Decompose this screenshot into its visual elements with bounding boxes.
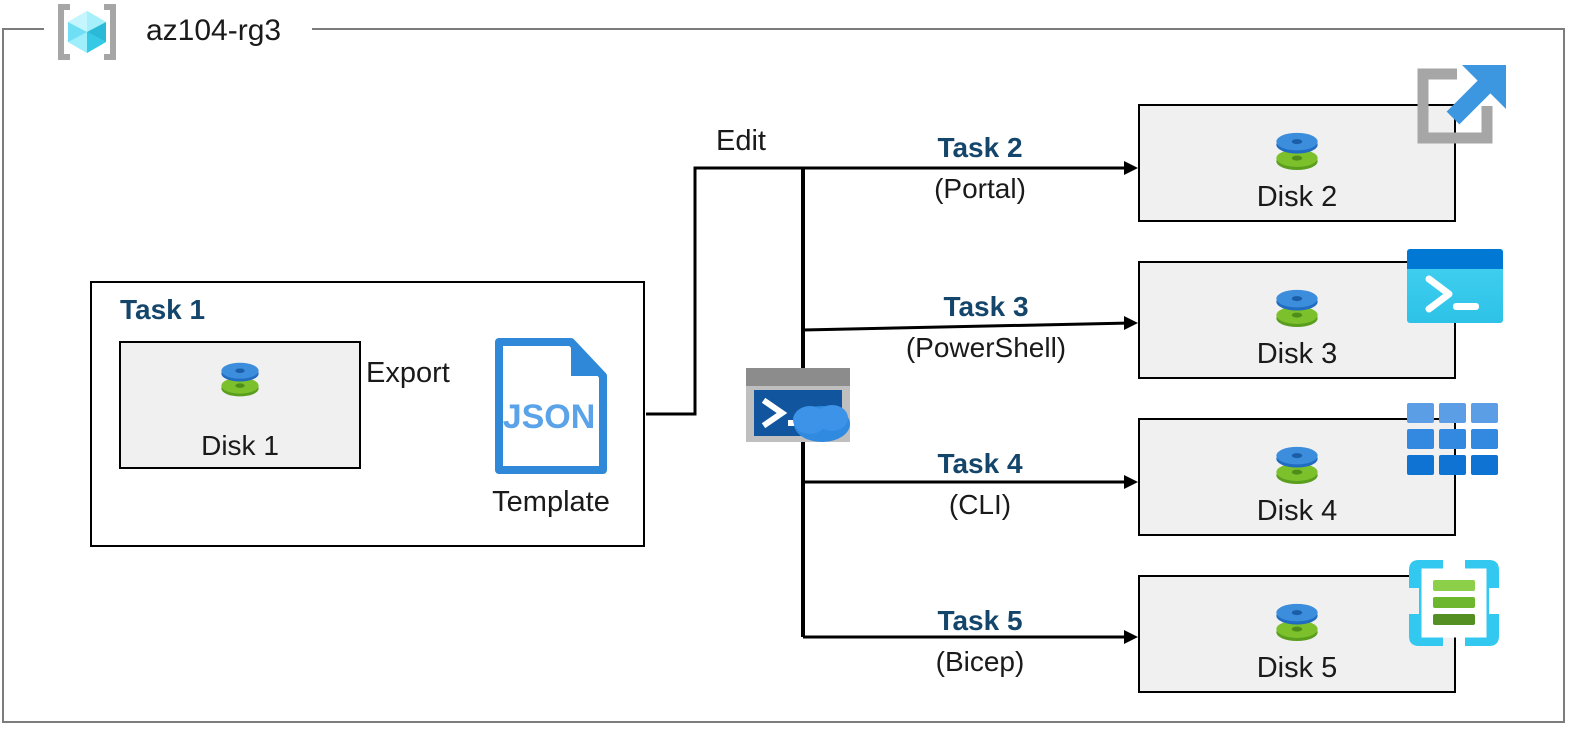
disk5-label: Disk 5	[1256, 652, 1338, 684]
task5-arrow-label: Task 5 (Bicep)	[866, 604, 1094, 680]
disk-icon	[212, 353, 268, 409]
disk2-label: Disk 2	[1256, 181, 1338, 213]
task4-heading: Task 4	[937, 448, 1023, 479]
portal-icon[interactable]	[1411, 62, 1509, 160]
disk-icon	[1266, 436, 1328, 498]
disk5-box[interactable]: Disk 5	[1138, 575, 1456, 693]
disk4-box[interactable]: Disk 4	[1138, 418, 1456, 536]
task4-tool: (CLI)	[948, 489, 1012, 520]
resource-group-name: az104-rg3	[146, 14, 282, 47]
disk2-box[interactable]: Disk 2	[1138, 104, 1456, 222]
json-template-icon[interactable]: JSON	[491, 336, 611, 476]
task5-heading: Task 5	[937, 605, 1023, 636]
task1-heading: Task 1	[120, 294, 206, 325]
disk-icon	[1266, 279, 1328, 341]
disk4-label: Disk 4	[1256, 495, 1338, 527]
resource-group-icon	[52, 2, 122, 62]
task3-heading: Task 3	[943, 291, 1029, 322]
task3-arrow-label: Task 3 (PowerShell)	[866, 290, 1106, 366]
task3-tool: (PowerShell)	[905, 332, 1067, 363]
cloud-shell-icon[interactable]	[744, 366, 862, 444]
disk3-box[interactable]: Disk 3	[1138, 261, 1456, 379]
resource-group-border	[2, 28, 1565, 723]
disk-icon	[1266, 122, 1328, 184]
task2-arrow-label: Task 2 (Portal)	[866, 131, 1094, 207]
task2-tool: (Portal)	[934, 173, 1026, 204]
bicep-icon[interactable]	[1407, 558, 1501, 650]
edit-label: Edit	[716, 125, 766, 157]
export-label: Export	[366, 357, 450, 389]
task5-tool: (Bicep)	[935, 646, 1025, 677]
task2-heading: Task 2	[937, 132, 1023, 163]
template-label: Template	[492, 486, 610, 518]
disk-icon	[1266, 593, 1328, 655]
cli-icon[interactable]	[1407, 403, 1499, 475]
disk1-label: Disk 1	[201, 430, 279, 461]
svg-text:JSON: JSON	[503, 398, 596, 436]
powershell-icon[interactable]	[1407, 249, 1503, 323]
task4-arrow-label: Task 4 (CLI)	[866, 447, 1094, 523]
disk3-label: Disk 3	[1256, 338, 1338, 370]
disk1-box[interactable]: Disk 1	[119, 341, 361, 469]
